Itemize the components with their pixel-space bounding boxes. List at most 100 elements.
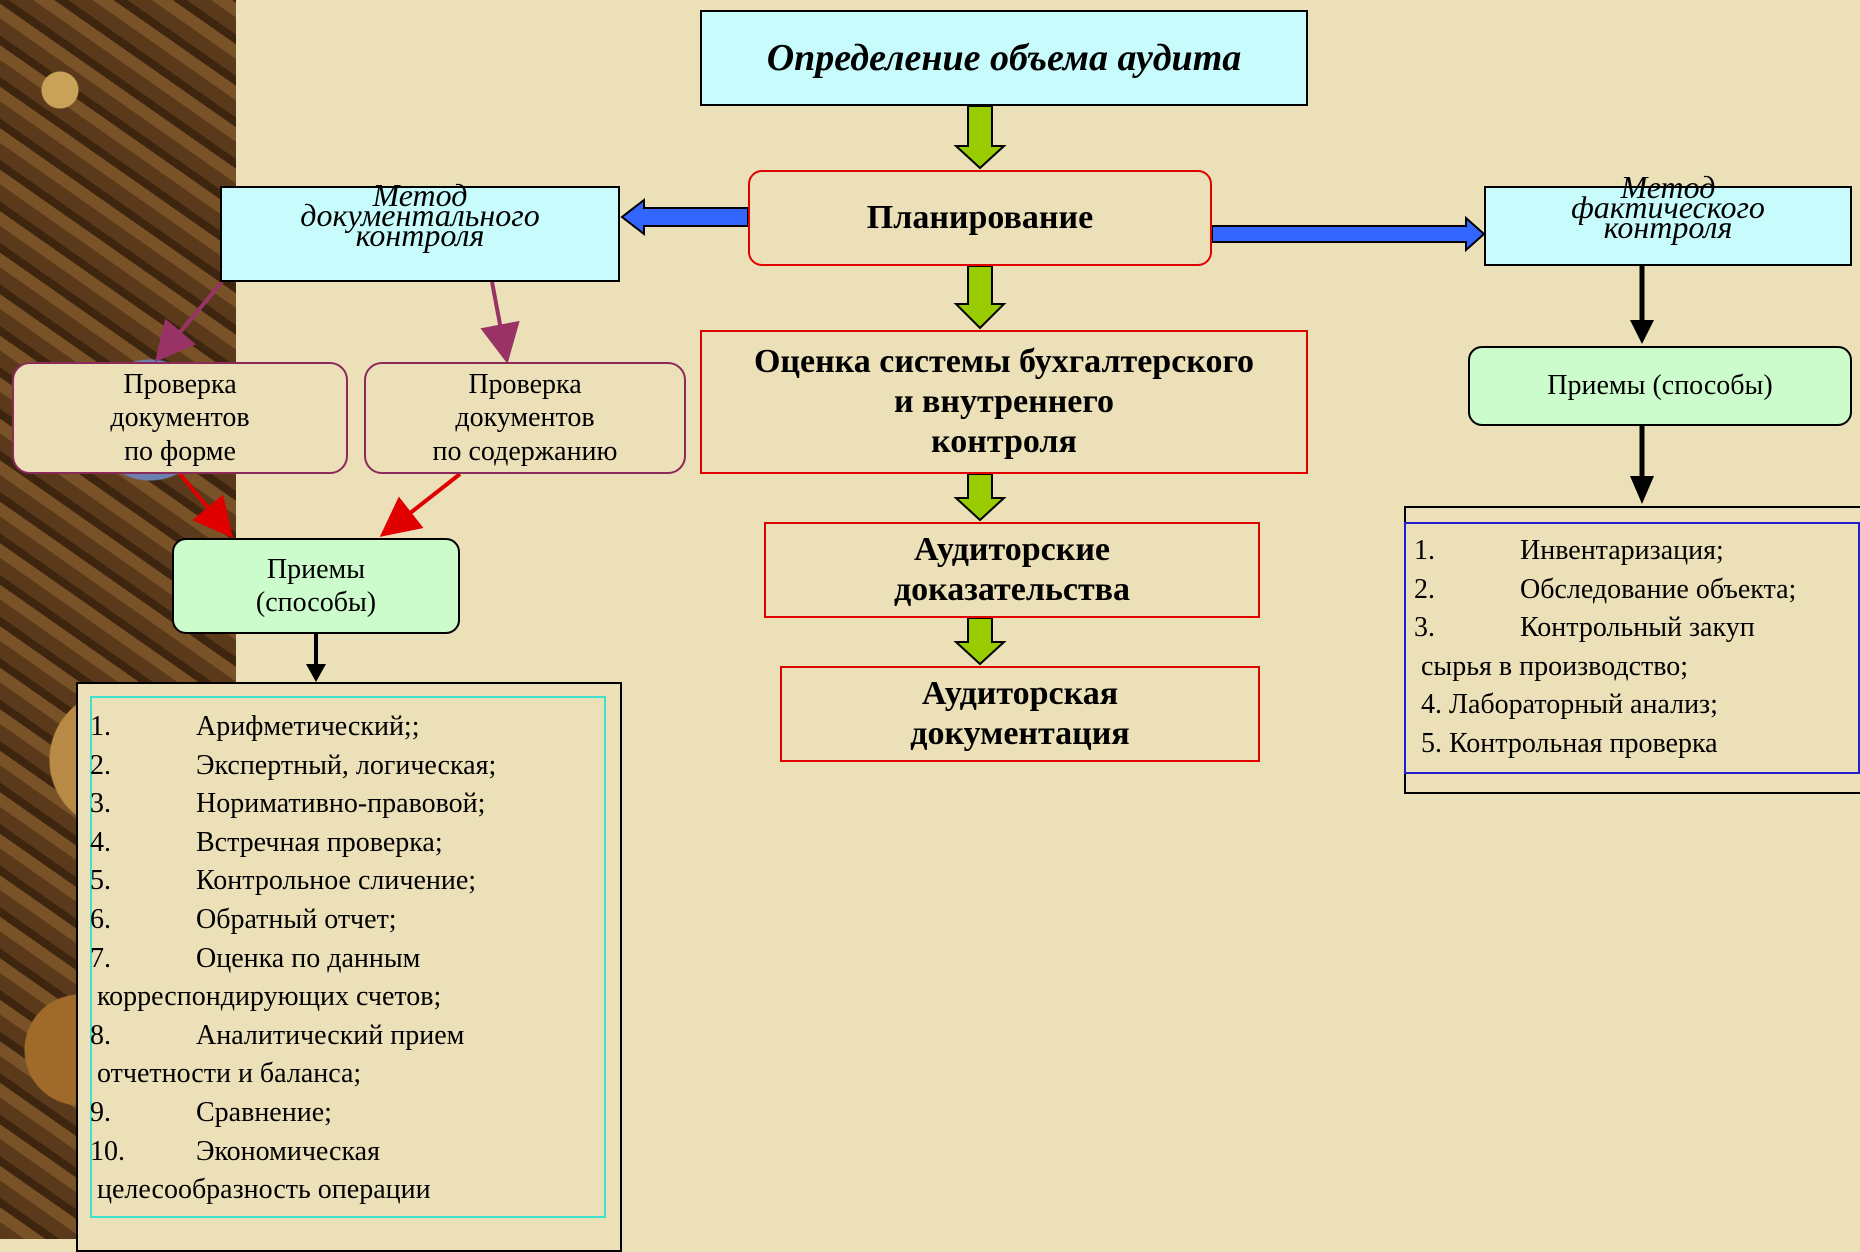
check-by-form-box: Проверка документов по форме [12,362,348,474]
list-item: 4. Лабораторный анализ; [1414,686,1796,725]
check-by-content-box: Проверка документов по содержанию [364,362,686,474]
list-item: корреспондирующих счетов; [90,978,496,1017]
right-list-frame [1404,506,1860,794]
list-item-number: 6. [90,903,111,935]
green-arrow-title-to-planning [953,105,1007,170]
black-arrow-factual-to-techniques [1630,266,1654,344]
method-doc-line-3: контроля [355,216,485,253]
factual-control-method-box: Метод фактического контроля [1484,169,1852,266]
list-item-text: Сравнение; [196,1096,332,1128]
check-form-line-1: Проверка [123,369,237,401]
list-item: целесообразность операции [90,1171,496,1210]
list-item-text: Экспертный, логическая; [196,749,497,781]
factual-techniques-list: 1. Инвентаризация; 2. Обследование объекта;… [1414,532,1796,764]
techniques-left-line-2: (способы) [255,587,377,618]
black-arrow-right-techniques-to-list [1630,426,1654,504]
check-form-line-2: документов [110,402,250,434]
blue-arrow-to-documentary-method [620,197,749,237]
purple-arrow-to-check-content [480,281,520,364]
list-item-number: 4. [90,826,111,858]
list-item: 2. Обследование объекта; [1414,571,1796,610]
red-arrow-content-to-techniques [379,472,462,537]
list-item: 10. Экономическая [90,1133,496,1172]
check-content-line-2: документов [455,402,595,434]
evaluation-line-3: контроля [931,423,1077,461]
list-item-number: 3. [90,788,111,820]
audit-evidence-box: Аудиторские доказательства [764,522,1260,618]
evaluation-line-1: Оценка системы бухгалтерского [753,342,1255,380]
list-item-number: 1. [1414,535,1435,566]
techniques-left-box: Приемы (способы) [172,538,460,634]
left-list-inner-frame [90,696,606,1218]
audit-documentation-box: Аудиторская документация [780,666,1260,762]
list-item-text: отчетности и баланса; [90,1058,362,1090]
documentation-line-1: Аудиторская [921,674,1119,712]
list-item-text: сырья в производство; [1414,650,1689,682]
list-item: 5. Контрольная проверка [1414,725,1796,764]
right-list-inner-frame [1404,522,1860,774]
planning-box: Планирование [748,170,1212,266]
list-item-number: 5. [90,865,111,897]
evidence-line-2: доказательства [893,571,1131,608]
list-item: 1. Инвентаризация; [1414,532,1796,571]
green-arrow-evaluation-to-evidence [953,473,1007,522]
list-item-number: 1. [90,711,111,742]
list-item: 4. Встречная проверка; [90,824,496,863]
list-item-text: Обследование объекта; [1520,573,1797,605]
method-fact-line-1: Метод [1620,169,1716,206]
list-item-text: Обратный отчет; [196,903,397,935]
list-item: 3. Контрольный закуп [1414,609,1796,648]
list-item: 7. Оценка по данным [90,940,496,979]
documentation-line-2: документация [910,715,1130,752]
techniques-left-line-1: Приемы [266,553,366,585]
list-item-number: 3. [1414,612,1435,644]
list-item: 6. Обратный отчет; [90,901,496,940]
method-fact-line-3: контроля [1603,208,1733,245]
list-item-number: 2. [1414,573,1435,605]
check-form-line-3: по форме [124,435,236,467]
list-item-text: Контрольный закуп [1520,612,1755,644]
green-arrow-evidence-to-documentation [953,617,1007,666]
left-list-frame [76,682,622,1252]
blue-arrow-to-factual-method [1211,215,1486,253]
list-item-text: Экономическая [196,1135,380,1167]
evidence-line-1: Аудиторские [913,530,1111,568]
list-item: 1. Арифметический;; [90,708,496,747]
list-item-text: Оценка по данным [196,942,421,974]
control-evaluation-box: Оценка системы бухгалтерского и внутренн… [700,330,1308,474]
list-item-number: 8. [90,1019,111,1051]
black-arrow-left-techniques-to-list [306,634,326,682]
list-item: отчетности и баланса; [90,1055,496,1094]
method-fact-line-2: фактического [1571,189,1765,226]
list-item: 8. Аналитический прием [90,1017,496,1056]
list-item: 3. Норимативно-правовой; [90,785,496,824]
list-item-text: целесообразность операции [90,1174,431,1206]
list-item-text: 5. Контрольная проверка [1414,727,1718,759]
list-item-text: Встречная проверка; [196,826,443,858]
list-item-text: Инвентаризация; [1520,535,1724,566]
list-item-number: 9. [90,1096,111,1128]
green-arrow-planning-to-evaluation [953,265,1007,330]
list-item-number: 7. [90,942,111,974]
list-item-number: 10. [90,1135,125,1167]
list-item: сырья в производство; [1414,648,1796,687]
list-item-text: 4. Лабораторный анализ; [1414,689,1718,721]
documentary-techniques-list: 1. Арифметический;; 2. Экспертный, логическ… [90,708,496,1210]
audit-scope-title: Определение объема аудита [700,10,1308,106]
evaluation-line-2: и внутреннего [893,382,1114,420]
check-content-line-1: Проверка [468,369,582,401]
list-item-text: корреспондирующих счетов; [90,981,442,1013]
method-doc-line-1: Метод [372,177,468,214]
list-item: 9. Сравнение; [90,1094,496,1133]
check-content-line-3: по содержанию [432,435,618,467]
list-item: 5. Контрольное сличение; [90,862,496,901]
list-item-text: Аналитический прием [196,1019,465,1051]
method-doc-line-2: документального [300,197,540,234]
list-item-text: Норимативно-правовой; [196,788,486,820]
list-item: 2. Экспертный, логическая; [90,747,496,786]
documentary-control-method-box: Метод документального контроля [220,177,620,282]
list-item-text: Контрольное сличение; [196,865,477,897]
list-item-text: Арифметический;; [196,711,420,742]
techniques-right-box: Приемы (способы) [1468,346,1852,426]
list-item-number: 2. [90,749,111,781]
